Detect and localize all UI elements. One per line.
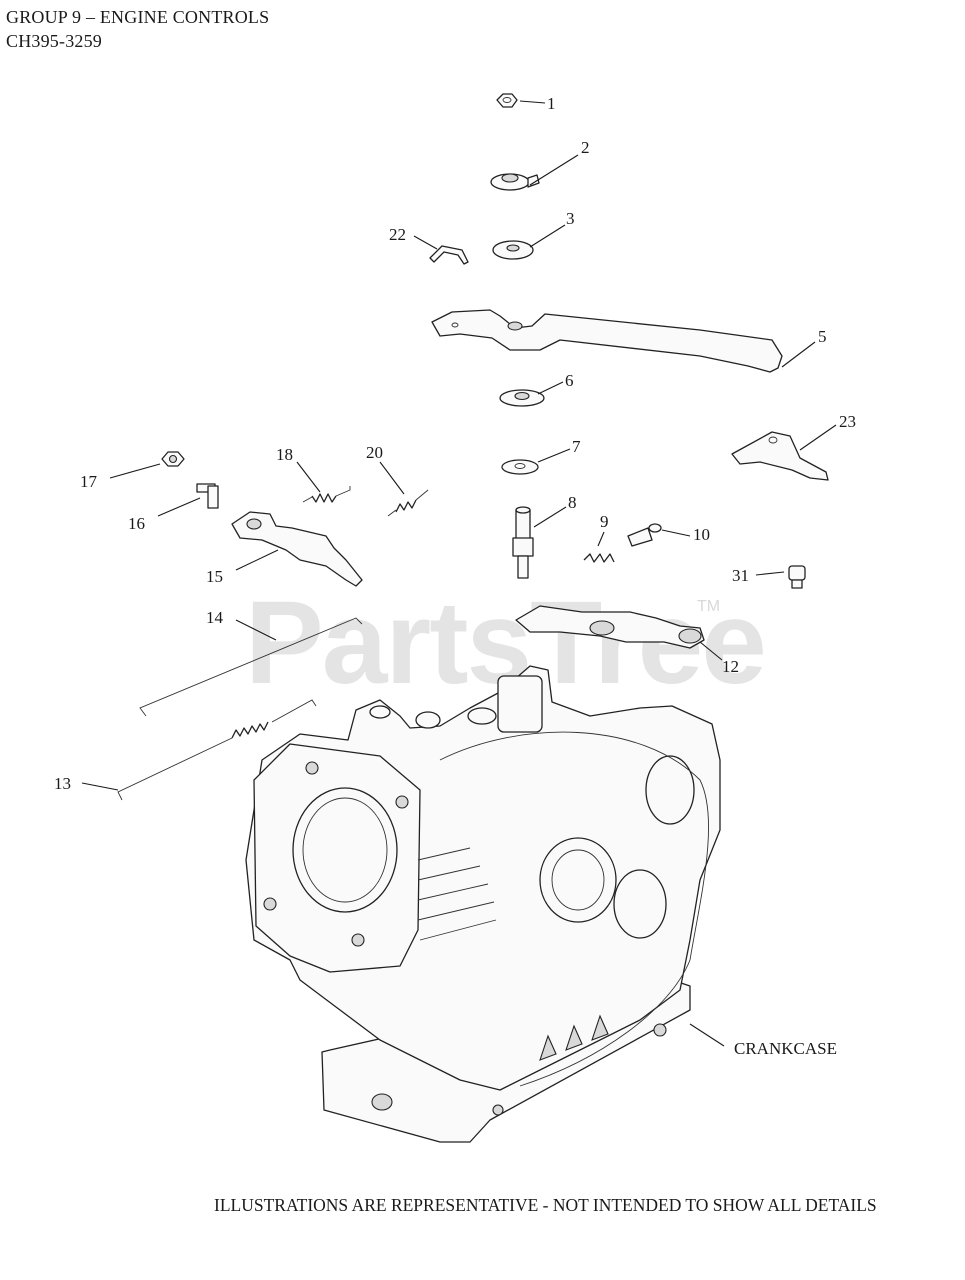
callout-1: 1 [547,94,556,113]
callout-6: 6 [565,371,574,390]
part-15-governor-lever[interactable] [231,511,363,587]
callout-3: 3 [566,209,575,228]
part-12-governor-plate[interactable] [515,605,705,649]
part-23-bracket[interactable] [731,431,829,481]
callout-17: 17 [80,472,98,491]
part-20-spring[interactable] [387,489,429,517]
page-title: GROUP 9 – ENGINE CONTROLS [6,7,270,27]
part-16-pin[interactable] [196,483,219,509]
callout-10: 10 [693,525,710,544]
part-10-bolt[interactable] [627,523,662,547]
model-number: CH395-3259 [6,31,102,51]
part-18-spring[interactable] [302,486,351,503]
part-8-governor-shaft[interactable] [512,506,534,579]
callout-18: 18 [276,445,293,464]
watermark-trademark: TM [697,598,721,615]
crankcase[interactable] [245,665,721,1143]
callout-16: 16 [128,514,145,533]
callout-13: 13 [54,774,71,793]
part-14-link-rod[interactable] [139,617,363,717]
callout-12: 12 [722,657,739,676]
callout-2: 2 [581,138,590,157]
part-3-washer[interactable] [492,240,534,260]
callout-15: 15 [206,567,223,586]
part-1-hex-nut[interactable] [496,93,518,108]
callout-31: 31 [732,566,749,585]
callout-14: 14 [206,608,224,627]
callout-9: 9 [600,512,609,531]
callout-8: 8 [568,493,577,512]
part-31-fitting[interactable] [788,565,806,589]
callout-7: 7 [572,437,581,456]
callout-crankcase: CRANKCASE [734,1039,837,1058]
part-2-bushing[interactable] [490,173,540,191]
callout-23: 23 [839,412,856,431]
part-5-control-lever[interactable] [431,309,783,373]
callout-5: 5 [818,327,827,346]
part-17-nut[interactable] [161,451,185,467]
callout-22: 22 [389,225,406,244]
part-22-clip[interactable] [429,245,469,265]
part-9-spring[interactable] [583,553,615,563]
callout-20: 20 [366,443,383,462]
part-13-spring-link[interactable] [117,699,317,801]
footer-disclaimer: ILLUSTRATIONS ARE REPRESENTATIVE - NOT I… [214,1195,877,1215]
part-7-washer[interactable] [501,459,539,475]
part-6-washer[interactable] [499,389,545,407]
